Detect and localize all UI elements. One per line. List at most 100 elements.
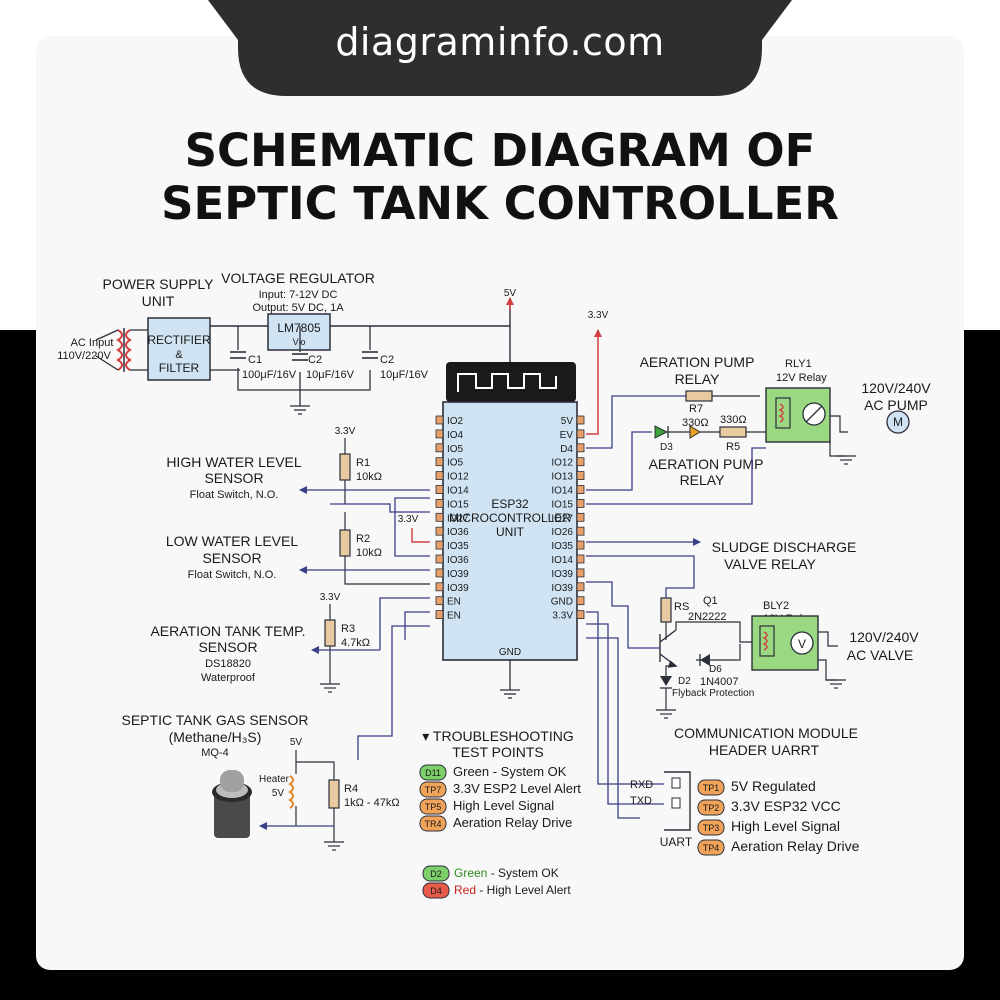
- power-heading-1: POWER SUPPLY: [103, 276, 215, 292]
- heater-label-2: 5V: [272, 788, 285, 799]
- flyback-label: Flyback Protection: [672, 688, 754, 699]
- mcu-right-pin-label: IO39: [551, 583, 573, 594]
- transformer-icon: [116, 328, 132, 372]
- r3-value: 4.7kΩ: [341, 637, 370, 649]
- r3-resistor: [324, 619, 336, 647]
- rail-3v3-mid: 3.3V: [398, 514, 419, 525]
- q1-value: 2N2222: [688, 611, 727, 623]
- mcu-right-pin-label: IO15: [551, 499, 573, 510]
- mcu-left-pin-label: IO5: [447, 444, 464, 455]
- test-point-text: High Level Signal: [731, 818, 840, 834]
- mcu-right-pin-label: GND: [551, 597, 573, 608]
- led-description: - High Level Alert: [476, 883, 571, 897]
- low-sensor-title-2: SENSOR: [202, 550, 261, 566]
- low-sensor-sub: Float Switch, N.O.: [188, 569, 277, 581]
- mcu-right-pin: [576, 526, 585, 536]
- mcu-left-pin: [435, 415, 444, 425]
- mcu-right-pin-label: 5V: [561, 416, 574, 427]
- led-color-word: Red: [454, 883, 476, 897]
- lm7805-chip: [267, 313, 331, 351]
- mcu-right-pin-label: IO35: [551, 541, 573, 552]
- troubleshooting-title-1: ▾ TROUBLESHOOTING: [422, 728, 573, 744]
- mcu-left-pin-label: IO4: [447, 430, 464, 441]
- rail-3v3-label: 3.3V: [588, 310, 609, 321]
- r3-name: R3: [341, 623, 355, 635]
- valve-output-2: AC VALVE: [847, 647, 913, 663]
- troubleshooting-item-tag: TP7: [425, 785, 442, 795]
- gas-sensor-title-1: SEPTIC TANK GAS SENSOR: [122, 712, 309, 728]
- rs-resistor: [660, 597, 672, 623]
- r7-resistor: [685, 390, 713, 402]
- mcu-left-pin-label: IO5: [447, 458, 464, 469]
- mcu-left-pin-label: IO27: [447, 513, 469, 524]
- mcu-right-pin-label: IO12: [551, 458, 573, 469]
- c2a-capacitor: [292, 353, 308, 361]
- mcu-gnd-label: GND: [499, 647, 521, 658]
- r5-name: R5: [726, 441, 740, 453]
- mcu-left-pin: [435, 471, 444, 481]
- mcu-left-pin-label: IO39: [447, 569, 469, 580]
- gas-ground-symbol: [324, 841, 344, 851]
- sludge-title-1: SLUDGE DISCHARGE: [712, 539, 857, 555]
- bly2-name: BLY2: [763, 600, 789, 612]
- high-sensor-title-1: HIGH WATER LEVEL: [166, 454, 302, 470]
- led-color-word: Green: [454, 866, 487, 880]
- mcu-left-pin: [435, 610, 444, 619]
- mcu-pin-list: IO2IO4IO5IO5IO12IO14IO15IO27IO36IO35IO36…: [435, 415, 585, 622]
- comm-title-2: HEADER UARRT: [709, 742, 820, 758]
- test-point-text: Aeration Relay Drive: [731, 838, 860, 854]
- heater-coil-icon: [288, 775, 294, 809]
- motor-label: M: [893, 415, 903, 429]
- ground-symbol: [290, 405, 310, 415]
- r2-resistor: [339, 529, 351, 557]
- lm7805-pin: Vю: [293, 337, 306, 347]
- troubleshooting-item-text: Green - System OK: [453, 764, 567, 779]
- mcu-ground-symbol: [500, 689, 520, 699]
- temp-sensor-title-1: AERATION TANK TEMP.: [150, 623, 305, 639]
- d2-name: D2: [678, 676, 691, 687]
- troubleshooting-title-2: TEST POINTS: [452, 744, 544, 760]
- r1-name: R1: [356, 457, 370, 469]
- mcu-right-pin: [576, 554, 585, 564]
- mcu-right-pin: [576, 415, 585, 425]
- valve-label: V: [798, 637, 806, 651]
- pump-output-1: 120V/240V: [861, 380, 931, 396]
- pump-output-2: AC PUMP: [864, 397, 928, 413]
- r7-name: R7: [689, 403, 703, 415]
- mcu-right-pin-label: EV: [560, 430, 574, 441]
- site-banner: [208, 0, 792, 96]
- mcu-left-pin-label: IO39: [447, 583, 469, 594]
- mcu-label-2: MICROCONTROLLER: [449, 511, 571, 525]
- q1-ground-symbol: [656, 709, 676, 719]
- comm-title-1: COMMUNICATION MODULE: [674, 725, 858, 741]
- d2-diode-icon: [660, 676, 672, 686]
- high-sensor-sub: Float Switch, N.O.: [190, 489, 279, 501]
- test-point-text: 3.3V ESP32 VCC: [731, 798, 841, 814]
- rectifier-label-2: &: [175, 349, 183, 361]
- high-sensor-title-2: SENSOR: [204, 470, 263, 486]
- mcu-right-pin: [576, 596, 585, 606]
- mcu-left-pin-label: IO2: [447, 416, 464, 427]
- r4-value: 1kΩ - 47kΩ: [344, 797, 400, 809]
- rly1-ground-symbol: [836, 455, 856, 465]
- temp-sensor-sub-1: DS18820: [205, 658, 251, 670]
- mcu-left-pin: [435, 554, 444, 564]
- sludge-title-2: VALVE RELAY: [724, 556, 816, 572]
- mcu-label-3: UNIT: [496, 525, 525, 539]
- troubleshooting-item-tag: TR4: [424, 819, 441, 829]
- r2-value: 10kΩ: [356, 547, 382, 559]
- rail-5v-label: 5V: [504, 288, 517, 299]
- uart-header-icon: [664, 771, 691, 831]
- ac-input-label-2: 110V/220V: [57, 350, 111, 362]
- gas-sensor-title-2: (Methane/H₃S): [169, 729, 262, 745]
- r1-resistor: [339, 453, 351, 481]
- rly1-name: RLY1: [785, 358, 812, 370]
- site-name[interactable]: diagraminfo.com: [335, 20, 665, 64]
